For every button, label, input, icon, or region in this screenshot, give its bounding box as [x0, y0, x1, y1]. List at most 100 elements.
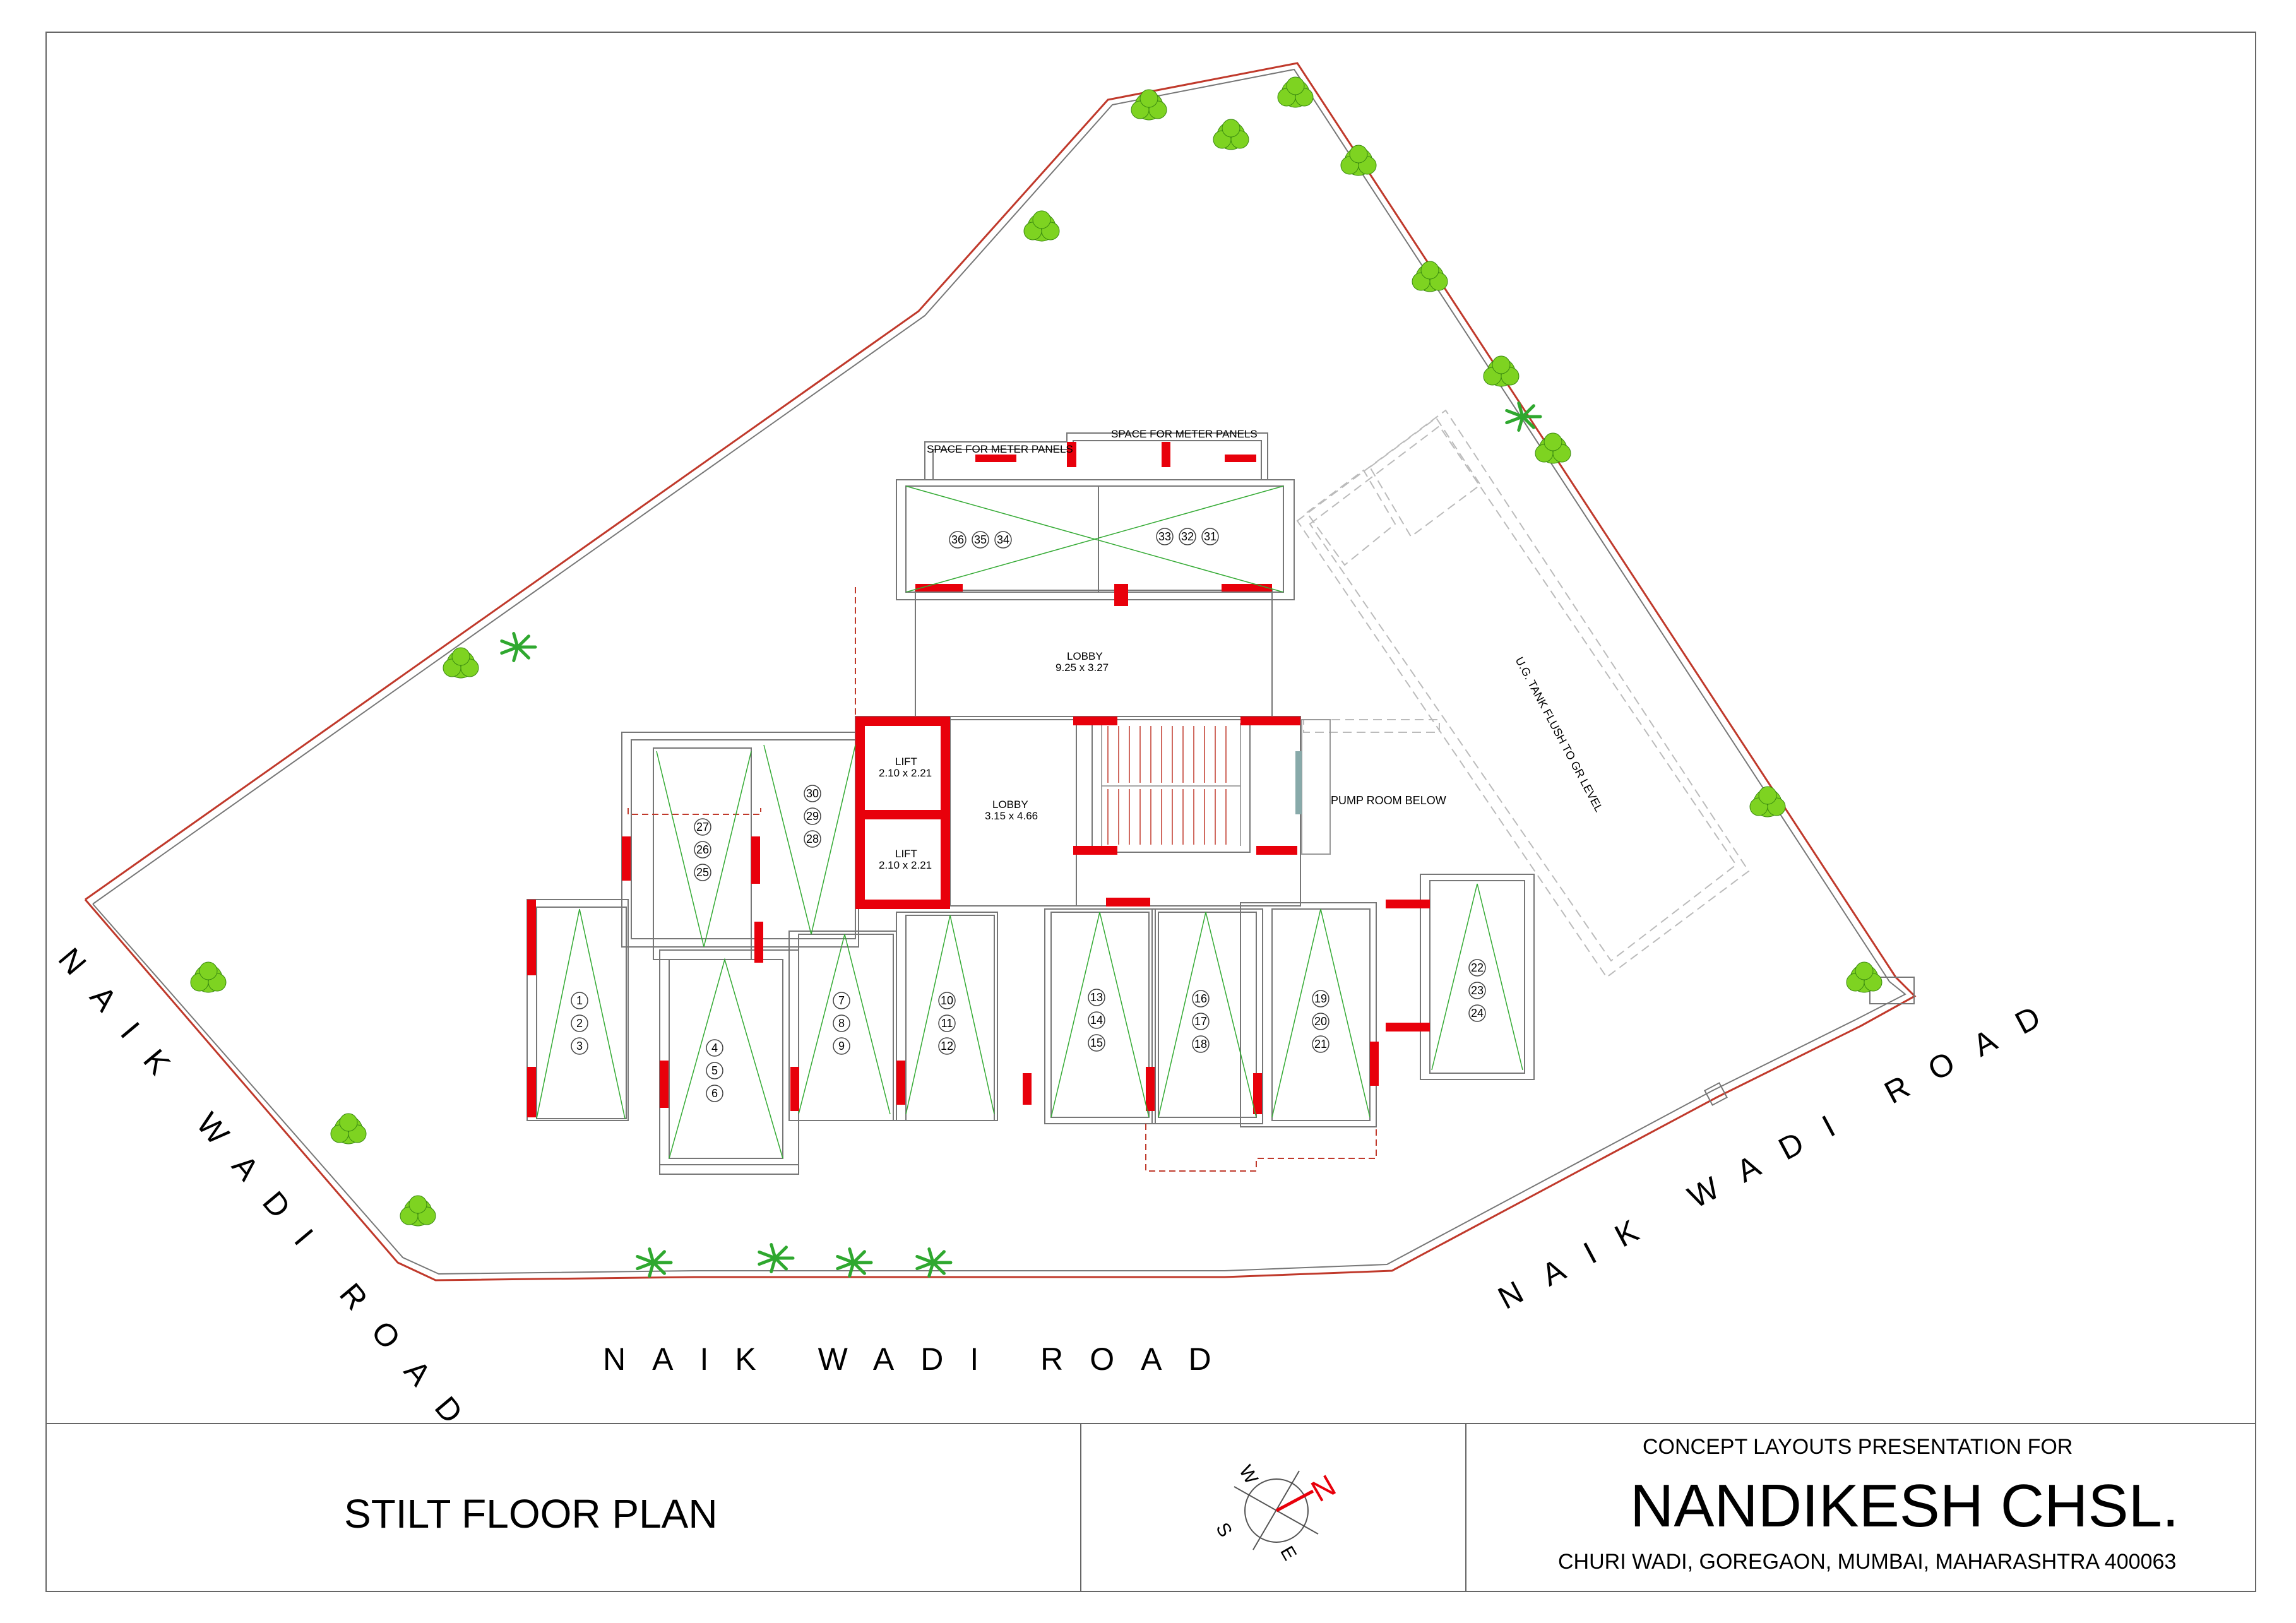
lift-2-dim: 2.10 x 2.21: [879, 859, 932, 871]
road-label-left: NAIK WADI ROAD: [52, 941, 487, 1450]
parking-number: 19: [1314, 992, 1327, 1005]
parking-number: 14: [1090, 1014, 1103, 1026]
parking-number-circle: [694, 818, 711, 836]
tree-icon: [1483, 355, 1520, 387]
parking-number-circle: [804, 830, 821, 848]
parking-number-circle: [706, 1085, 723, 1102]
tree-icon: [1131, 89, 1167, 121]
parking-number-circle: [706, 1039, 723, 1057]
parking-number-circle: [938, 1037, 956, 1055]
parking-number-circle: [1201, 528, 1219, 545]
lift-1-dim: 2.10 x 2.21: [879, 767, 932, 779]
parking-number-circle: [694, 864, 711, 881]
tree-icon: [1412, 261, 1448, 292]
plot-boundary: [84, 62, 1917, 1281]
tree-icon: [1213, 119, 1249, 150]
lobby-mid-dim: 3.15 x 4.66: [985, 810, 1038, 822]
project-address: CHURI WADI, GOREGAON, MUMBAI, MAHARASHTR…: [1558, 1550, 2176, 1574]
presentation-line: CONCEPT LAYOUTS PRESENTATION FOR: [1643, 1435, 2073, 1459]
lobby-mid-label: LOBBY: [992, 799, 1028, 811]
parking-number: 30: [806, 787, 819, 800]
parking-number-circle: [1192, 1013, 1210, 1030]
parking-number-circle: [1088, 1034, 1105, 1052]
ug-tank-label: U.G. TANK FLUSH TO GR LEVEL: [1513, 655, 1605, 814]
compass-south: S: [1211, 1519, 1236, 1541]
palm-icon: [500, 632, 537, 662]
palm-icon: [636, 1247, 673, 1278]
parking-bay-markings: [536, 485, 1523, 1159]
meter-panels-label-2: SPACE FOR METER PANELS: [1111, 428, 1258, 440]
parking-number-circle: [1192, 990, 1210, 1008]
parking-number-circle: [694, 841, 711, 859]
tree-icon: [1535, 432, 1571, 464]
sheet-border: [45, 32, 2256, 1592]
tree-icon: [1749, 786, 1786, 817]
drawing-title: STILT FLOOR PLAN: [344, 1491, 718, 1537]
parking-number-circle: [1312, 990, 1329, 1008]
palm-icon: [836, 1247, 873, 1278]
trees: [190, 76, 1883, 1278]
compass-east: E: [1276, 1543, 1300, 1564]
parking-number: 29: [806, 810, 819, 823]
parking-number: 17: [1194, 1015, 1207, 1028]
parking-number-circle: [994, 531, 1012, 549]
lobby-top-dim: 9.25 x 3.27: [1056, 662, 1109, 674]
parking-number: 21: [1314, 1038, 1327, 1050]
parking-number: 16: [1194, 992, 1207, 1005]
parking-number: 31: [1204, 530, 1216, 543]
parking-number-circle: [938, 992, 956, 1009]
parking-number: 1: [576, 994, 583, 1007]
parking-number-circle: [1088, 1011, 1105, 1029]
parking-number: 11: [941, 1017, 953, 1030]
tree-icon: [1340, 145, 1377, 176]
parking-number: 9: [838, 1040, 845, 1052]
parking-number: 4: [711, 1042, 718, 1054]
parking-number-circle: [938, 1014, 956, 1032]
parking-number-circle: [1468, 982, 1486, 999]
palm-icon: [1505, 401, 1542, 432]
tree-icon: [190, 961, 227, 993]
parking-number-circle: [571, 992, 588, 1009]
parking-number: 36: [951, 533, 964, 546]
compass-axis-we: [1252, 1470, 1300, 1550]
parking-number: 22: [1471, 961, 1484, 974]
parking-number-circle: [571, 1037, 588, 1055]
parking-number: 20: [1314, 1015, 1327, 1028]
structural-walls: [527, 442, 1430, 1117]
parking-number-circle: [833, 992, 850, 1009]
meter-panels-label-1: SPACE FOR METER PANELS: [927, 443, 1073, 455]
parking-number: 28: [806, 833, 819, 845]
lobby-top-label: LOBBY: [1067, 650, 1103, 662]
road-label-right: NAIK WADI ROAD: [1492, 987, 2069, 1316]
parking-number-circle: [804, 807, 821, 825]
parking-number-circle: [972, 531, 989, 549]
parking-number-circle: [833, 1037, 850, 1055]
parking-number-circle: [706, 1062, 723, 1079]
tree-icon: [1023, 210, 1060, 242]
parking-number-circle: [804, 785, 821, 802]
parking-number-circle: [1468, 1004, 1486, 1022]
parking-number-circle: [1312, 1013, 1329, 1030]
pump-room-label: PUMP ROOM BELOW: [1331, 794, 1446, 807]
ug-tank-outline: [1296, 409, 1750, 978]
parking-number: 34: [997, 533, 1009, 546]
parking-number: 23: [1471, 984, 1484, 997]
project-name: NANDIKESH CHSL.: [1630, 1472, 2179, 1540]
parking-number-circle: [571, 1014, 588, 1032]
parking-number: 24: [1471, 1007, 1484, 1020]
parking-number: 32: [1181, 530, 1194, 543]
pump-room-door: [1295, 751, 1302, 814]
parking-number-circle: [949, 531, 967, 549]
parking-number: 6: [711, 1087, 718, 1100]
tree-icon: [1277, 76, 1314, 108]
tree-icon: [1846, 961, 1883, 993]
parking-number: 10: [941, 994, 953, 1007]
parking-number: 25: [696, 866, 709, 879]
parking-number: 27: [696, 821, 709, 833]
pump-room: [1301, 719, 1331, 855]
parking-number: 18: [1194, 1038, 1207, 1050]
parking-number-circle: [1179, 528, 1196, 545]
compass-circle: [1244, 1478, 1309, 1543]
